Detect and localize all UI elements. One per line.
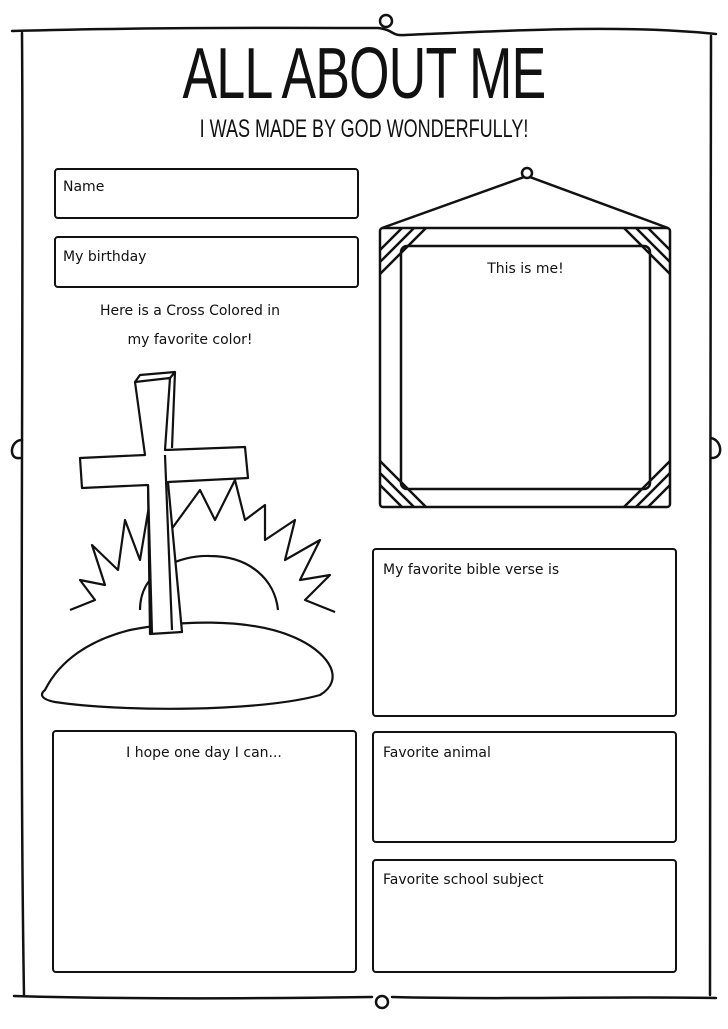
name-label: Name [63, 179, 105, 195]
page-title: ALL ABOUT ME [182, 34, 546, 114]
favorite-animal-field[interactable]: Favorite animal [372, 731, 677, 843]
favorite-subject-field[interactable]: Favorite school subject [372, 859, 677, 973]
hill [40, 621, 334, 710]
favorite-animal-label: Favorite animal [383, 745, 491, 761]
cross-icon [78, 376, 250, 636]
name-field[interactable]: Name [54, 168, 359, 219]
photo-area[interactable] [405, 285, 645, 485]
cross-caption-line2: my favorite color! [127, 332, 253, 348]
favorite-subject-label: Favorite school subject [383, 872, 544, 888]
hope-field[interactable]: I hope one day I can... [52, 730, 357, 973]
birthday-label: My birthday [63, 249, 147, 265]
cross-caption-line1: Here is a Cross Colored in [99, 303, 281, 319]
hope-label: I hope one day I can... [126, 745, 282, 761]
page-subtitle: I WAS MADE BY GOD WONDERFULLY! [199, 115, 529, 143]
photo-label: This is me! [487, 261, 564, 277]
bible-verse-field[interactable]: My favorite bible verse is [372, 548, 677, 717]
sun-rays [69, 478, 336, 614]
bible-verse-label: My favorite bible verse is [383, 562, 560, 578]
birthday-field[interactable]: My birthday [54, 236, 359, 288]
